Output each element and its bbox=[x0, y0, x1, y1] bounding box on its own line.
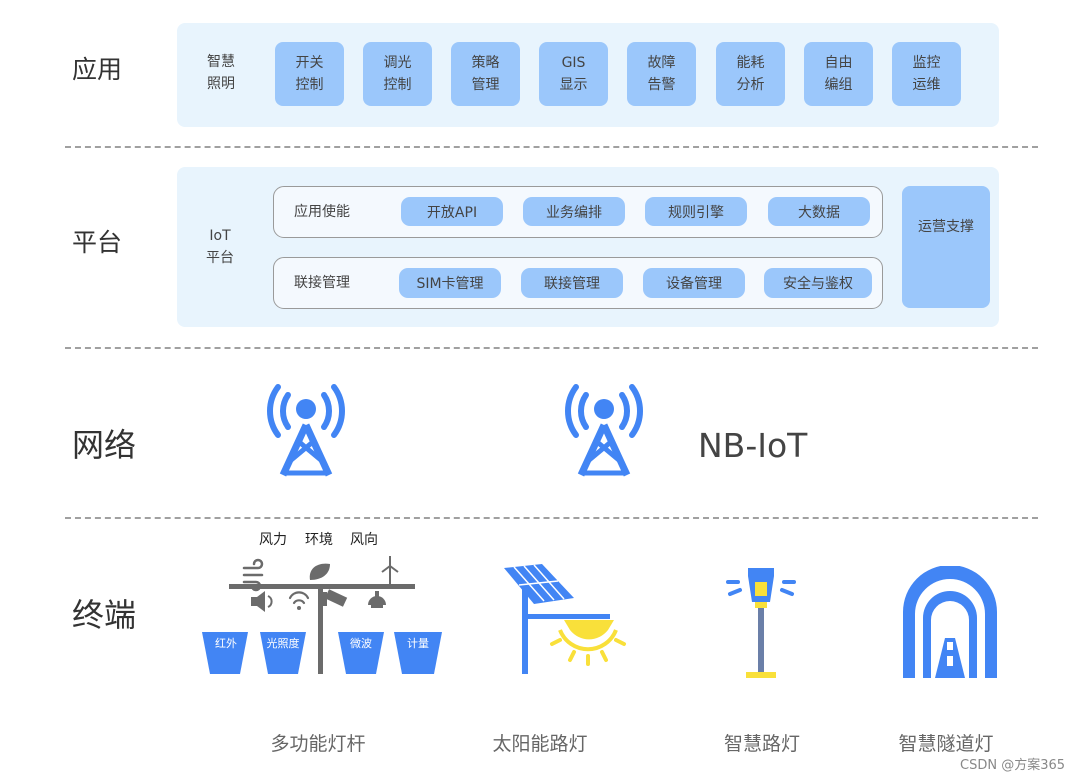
smart-street-light-icon bbox=[726, 568, 796, 678]
divider-network-terminal bbox=[65, 517, 1038, 519]
pill-business-orchestration[interactable]: 业务编排 bbox=[523, 197, 625, 226]
multifunction-pole-icon bbox=[202, 556, 442, 674]
divider-platform-network bbox=[65, 347, 1038, 349]
app-group-label-line2: 照明 bbox=[207, 76, 235, 92]
pill-rule-engine[interactable]: 规则引擎 bbox=[645, 197, 747, 226]
chip-line: 自由 bbox=[824, 55, 853, 71]
app-group-label: 智慧 照明 bbox=[197, 51, 245, 95]
chip-line: GIS bbox=[561, 55, 586, 71]
chip-line: 分析 bbox=[736, 77, 765, 93]
layer-label-terminal: 终端 bbox=[72, 596, 137, 634]
app-chip-dimming-control[interactable]: 调光控制 bbox=[363, 42, 432, 106]
chip-line: 调光 bbox=[383, 55, 412, 71]
app-panel: 智慧 照明 开关控制 调光控制 策略管理 GIS 显示 故障告警 能耗分析 自由编… bbox=[177, 23, 999, 127]
app-enablement-label: 应用使能 bbox=[294, 204, 350, 220]
iot-label-line1: IoT bbox=[209, 228, 231, 244]
bucket-label-metering: 计量 bbox=[407, 637, 429, 650]
connection-management-group: 联接管理 SIM卡管理 联接管理 设备管理 安全与鉴权 bbox=[273, 257, 883, 309]
pill-security-auth[interactable]: 安全与鉴权 bbox=[764, 268, 872, 298]
chip-line: 策略 bbox=[471, 55, 500, 71]
ops-support-block[interactable]: 运营支撑 bbox=[902, 186, 990, 308]
pole-label-wind-direction: 风向 bbox=[350, 532, 378, 548]
pill-open-api[interactable]: 开放API bbox=[401, 197, 503, 226]
app-chip-gis-display[interactable]: GIS 显示 bbox=[539, 42, 608, 106]
caption-smart-tunnel-light: 智慧隧道灯 bbox=[898, 733, 994, 755]
app-chip-switch-control[interactable]: 开关控制 bbox=[275, 42, 344, 106]
chip-line: 控制 bbox=[295, 77, 324, 93]
pill-device-management[interactable]: 设备管理 bbox=[643, 268, 745, 298]
app-chip-free-grouping[interactable]: 自由编组 bbox=[804, 42, 873, 106]
chip-line: 告警 bbox=[647, 77, 676, 93]
chip-line: 显示 bbox=[559, 77, 588, 93]
chip-line: 能耗 bbox=[736, 55, 765, 71]
bucket-label-infrared: 红外 bbox=[215, 637, 237, 650]
app-chip-fault-alarm[interactable]: 故障告警 bbox=[627, 42, 696, 106]
app-group-label-line1: 智慧 bbox=[207, 54, 235, 70]
app-enablement-group: 应用使能 开放API 业务编排 规则引擎 大数据 bbox=[273, 186, 883, 238]
solar-street-light-icon bbox=[504, 564, 626, 674]
layer-label-platform: 平台 bbox=[72, 228, 123, 257]
signal-tower-icon bbox=[565, 384, 643, 477]
chip-line: 运维 bbox=[912, 77, 941, 93]
platform-panel: IoT 平台 应用使能 开放API 业务编排 规则引擎 大数据 联接管理 SIM… bbox=[177, 167, 999, 327]
pole-label-environment: 环境 bbox=[305, 532, 333, 548]
chip-line: 故障 bbox=[647, 55, 676, 71]
nb-iot-label: NB-IoT bbox=[698, 426, 808, 465]
chip-line: 控制 bbox=[383, 77, 412, 93]
chip-line: 监控 bbox=[912, 55, 941, 71]
caption-smart-street-light: 智慧路灯 bbox=[723, 733, 800, 755]
pole-label-wind: 风力 bbox=[259, 532, 287, 548]
layer-label-app: 应用 bbox=[72, 55, 123, 84]
chip-line: 编组 bbox=[824, 77, 853, 93]
app-chip-energy-analysis[interactable]: 能耗分析 bbox=[716, 42, 785, 106]
ops-support-label: 运营支撑 bbox=[918, 219, 974, 235]
iot-label-line2: 平台 bbox=[206, 250, 234, 266]
app-chip-strategy-management[interactable]: 策略管理 bbox=[451, 42, 520, 106]
divider-app-platform bbox=[65, 146, 1038, 148]
connection-management-label: 联接管理 bbox=[294, 275, 350, 291]
chip-line: 开关 bbox=[295, 55, 324, 71]
smart-tunnel-light-icon bbox=[903, 566, 997, 678]
chip-line: 管理 bbox=[471, 77, 500, 93]
pill-connection-management[interactable]: 联接管理 bbox=[521, 268, 623, 298]
watermark: CSDN @方案365 bbox=[960, 758, 1066, 773]
bucket-label-illuminance: 光照度 bbox=[266, 637, 300, 650]
bucket-label-microwave: 微波 bbox=[350, 637, 372, 650]
pill-sim-management[interactable]: SIM卡管理 bbox=[399, 268, 501, 298]
signal-tower-icon bbox=[267, 384, 345, 477]
caption-solar-street-light: 太阳能路灯 bbox=[492, 733, 588, 755]
iot-platform-label: IoT 平台 bbox=[195, 225, 245, 269]
layer-label-network: 网络 bbox=[72, 426, 137, 464]
caption-multifunction-pole: 多功能灯杆 bbox=[270, 733, 366, 755]
pill-big-data[interactable]: 大数据 bbox=[768, 197, 870, 226]
app-chip-monitoring-ops[interactable]: 监控运维 bbox=[892, 42, 961, 106]
